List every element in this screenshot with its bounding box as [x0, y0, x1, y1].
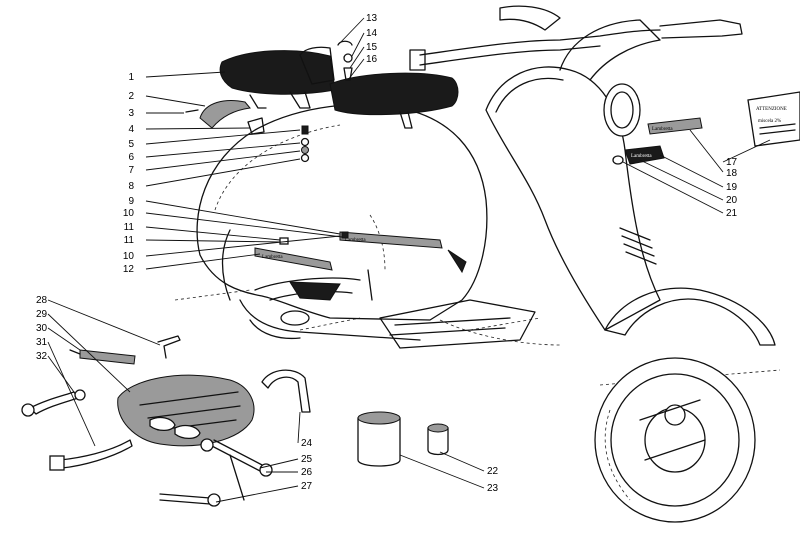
panel-script-badge: Lambretta [647, 117, 703, 135]
callout-22: 22 [487, 466, 499, 477]
callout-32: 32 [36, 351, 48, 362]
callout-7: 7 [128, 165, 134, 176]
grab-handle [185, 100, 265, 135]
callout-8: 8 [128, 181, 134, 192]
side-script-text: Lambretta [345, 238, 366, 243]
callout-26: 26 [301, 467, 313, 478]
callout-21: 21 [726, 208, 738, 219]
callout-28: 28 [36, 295, 48, 306]
leader-lines [47, 17, 771, 503]
warning-body: miscela 2% [758, 119, 781, 124]
callout-3: 3 [128, 108, 134, 119]
callout-6: 6 [128, 152, 134, 163]
callout-20: 20 [726, 195, 738, 206]
callout-25: 25 [301, 454, 313, 465]
callout-10b: 10 [123, 251, 135, 262]
callout-11a: 11 [124, 222, 135, 233]
callout-9: 9 [128, 196, 134, 207]
scooter-body [174, 5, 781, 523]
callout-16: 16 [366, 54, 378, 65]
warning-label: ATTENZIONE miscela 2% [747, 91, 800, 147]
callout-15: 15 [366, 42, 378, 53]
callout-14: 14 [366, 28, 378, 39]
dual-seat [219, 46, 459, 129]
paint-tins [357, 411, 449, 467]
callout-29: 29 [36, 309, 48, 320]
callout-4: 4 [128, 124, 134, 135]
callout-labels: 1 2 3 4 5 6 7 8 9 10 11 11 10 12 13 14 1… [36, 13, 738, 494]
callout-12: 12 [123, 264, 135, 275]
callout-5: 5 [128, 139, 134, 150]
fasteners-4-7 [300, 125, 310, 163]
panel-script-text: Lambretta [652, 127, 673, 132]
side-script-badge: Lambretta [339, 231, 467, 274]
callout-31: 31 [36, 337, 48, 348]
callout-23: 23 [487, 483, 499, 494]
callout-24: 24 [301, 438, 313, 449]
lower-script-badge: Lambretta [254, 231, 349, 301]
callout-1: 1 [128, 72, 134, 83]
fork-badge-text: Lambretta [631, 154, 652, 159]
callout-10a: 10 [123, 208, 135, 219]
callout-18: 18 [726, 168, 738, 179]
callout-30: 30 [36, 323, 48, 334]
fork-badge: Lambretta [612, 145, 665, 165]
lower-script-text: Lambretta [262, 255, 283, 260]
callout-19: 19 [726, 182, 738, 193]
callout-17: 17 [726, 157, 738, 168]
callout-11b: 11 [124, 235, 135, 246]
callout-27: 27 [301, 481, 313, 492]
tool-kit [21, 335, 311, 507]
hardware-13-16 [337, 40, 353, 81]
callout-2: 2 [128, 91, 134, 102]
warning-title: ATTENZIONE [756, 107, 787, 112]
callout-13: 13 [366, 13, 378, 24]
